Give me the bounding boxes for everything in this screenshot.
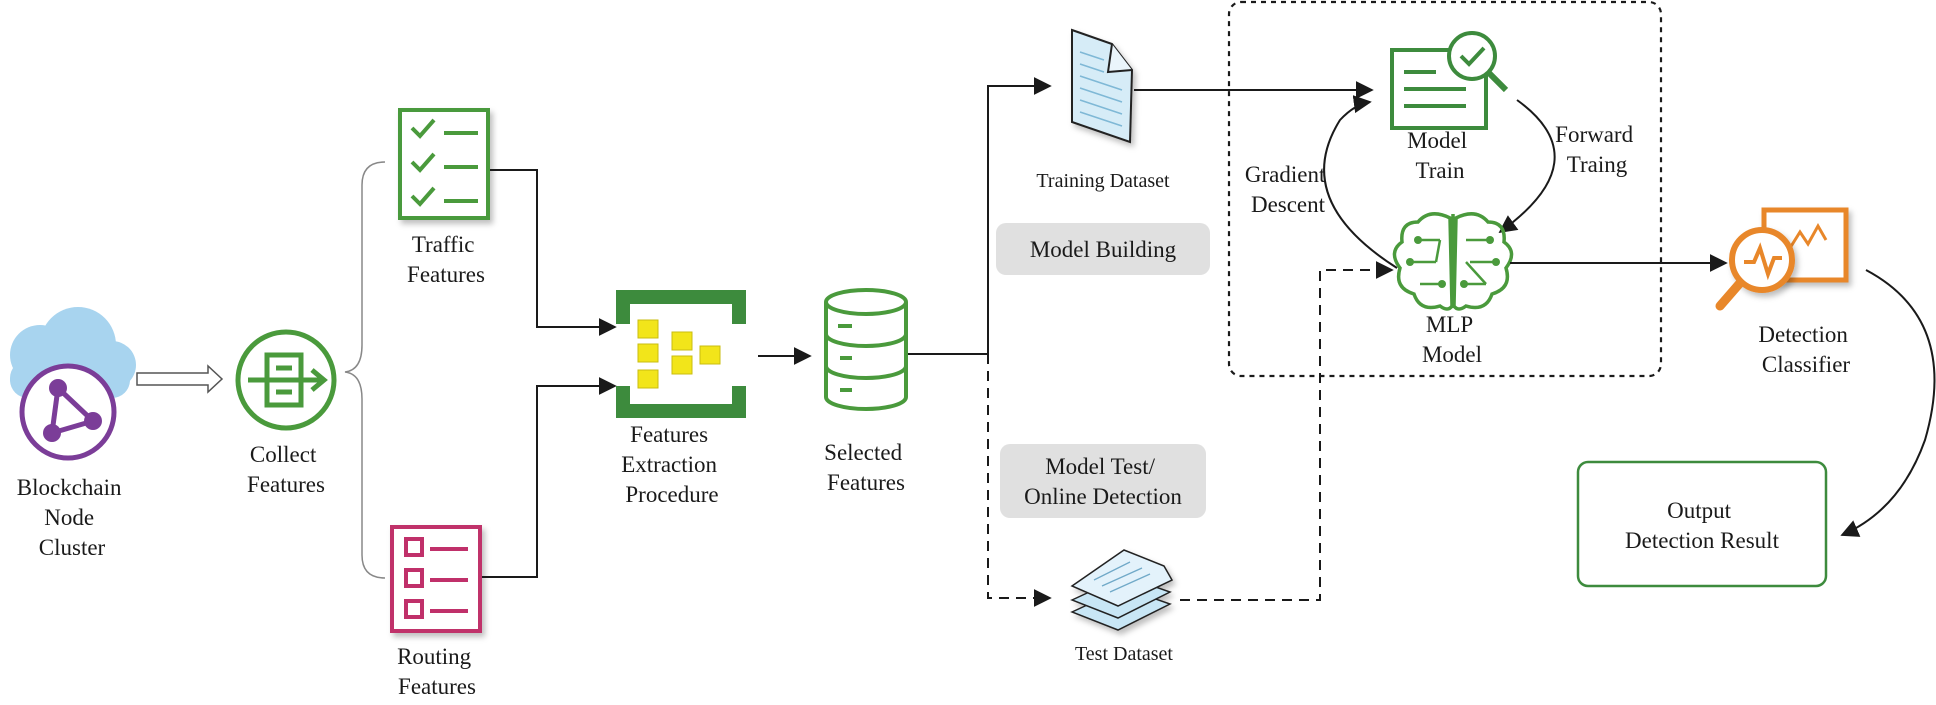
collect-features-icon [235,329,337,431]
blockchain-node-cluster-icon [10,307,136,461]
database-icon [824,288,908,411]
model-test-label: Model Test/ Online Detection [1024,454,1182,509]
test-dataset-icon [1070,549,1174,631]
model-train-icon [1390,31,1509,130]
classifier-to-output-arrow [1840,269,1936,537]
model-building-label: Model Building [1030,237,1177,262]
gradient-descent-arc [1323,95,1398,269]
list-icon [404,537,468,619]
selected-to-training-arrow [908,77,1052,355]
traffic-to-extraction-arrow [490,169,617,336]
training-dataset-label: Training Dataset [1036,170,1170,192]
model-test-pill [1000,444,1206,518]
routing-to-extraction-arrow [482,377,617,578]
detection-classifier-icon [1715,207,1849,311]
mlp-label: MLP Model [1422,312,1482,367]
checklist-icon [410,118,478,207]
model-train-label: Model Train [1407,128,1473,183]
extraction-label: Features Extraction Procedure [621,422,723,507]
grouping-brace [344,161,386,579]
training-dataset-icon [1071,28,1134,144]
forward-training-arc [1498,99,1556,234]
feature-extraction-icon [616,290,746,418]
traffic-label: Traffic Features [407,232,485,287]
model-training-frame [1227,0,1663,378]
output-label: Output Detection Result [1625,498,1780,553]
blockchain-label: Blockchain Node Cluster [17,475,128,560]
model-building-pill [996,223,1210,275]
detection-classifier-label: Detection Classifier [1758,322,1853,377]
forward-training-label: Forward Traing [1555,122,1639,177]
mlp-brain-icon [1392,212,1514,311]
selected-to-test-arrow [987,354,1052,607]
test-to-mlp-arrow [1180,261,1394,601]
selected-label: Selected Features [824,440,908,495]
test-dataset-label: Test Dataset [1075,643,1173,665]
gradient-descent-label: Gradient Descent [1245,162,1331,217]
output-result-box [1576,460,1828,588]
routing-label: Routing Features [397,644,477,699]
collect-label: Collect Features [247,442,325,497]
hollow-arrow [136,364,224,394]
